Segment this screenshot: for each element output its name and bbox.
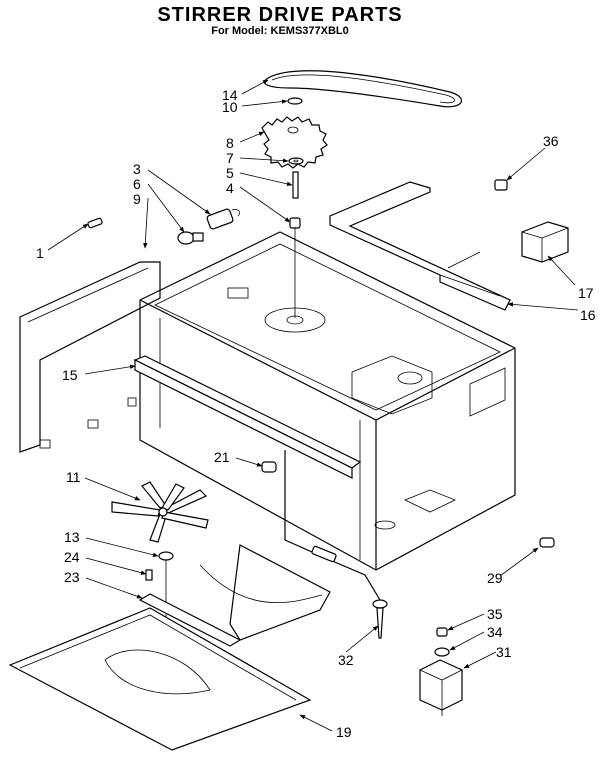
- callout-34: 34: [487, 624, 503, 640]
- motor-nut-part: [436, 627, 448, 637]
- callout-31: 31: [496, 644, 512, 660]
- callout-14: 14: [222, 87, 238, 103]
- callout-32: 32: [338, 652, 354, 668]
- callout-labels: 14 10 8 7 5 4 3 6 9 1 36 17 16 15 21 11 …: [36, 87, 596, 740]
- page-title: STIRRER DRIVE PARTS: [157, 4, 403, 26]
- rail-clip-part: [261, 461, 277, 473]
- callout-13: 13: [64, 529, 80, 545]
- callout-1: 1: [36, 245, 44, 261]
- probe-cable-part: [284, 450, 388, 639]
- grommet-part: [539, 537, 555, 548]
- drive-belt-part: [263, 70, 463, 108]
- side-panel-part: [19, 261, 161, 453]
- callout-4: 4: [226, 180, 234, 196]
- bottom-plate-part: [8, 607, 312, 751]
- callout-11: 11: [66, 469, 81, 485]
- callout-5: 5: [226, 165, 234, 181]
- callout-24: 24: [64, 549, 80, 565]
- mid-shield-part: [138, 544, 331, 647]
- lamp-bulb-part: [177, 231, 204, 245]
- stirrer-motor-part: [419, 659, 463, 716]
- callout-8: 8: [226, 135, 234, 151]
- foam-block-part: [521, 221, 569, 263]
- callout-36: 36: [543, 133, 559, 149]
- callout-3: 3: [133, 161, 141, 177]
- callout-16: 16: [580, 307, 596, 323]
- mounting-clip-part: [87, 217, 103, 229]
- front-rail-part: [133, 355, 362, 479]
- callout-21: 21: [214, 449, 230, 465]
- oven-cavity-part: [139, 231, 516, 571]
- washer-part: [288, 157, 304, 165]
- callout-19: 19: [336, 724, 352, 740]
- callout-29: 29: [487, 570, 503, 586]
- callout-9: 9: [133, 191, 141, 207]
- stirrer-shaft-part: [292, 171, 299, 199]
- lamp-socket-part: [206, 208, 240, 230]
- callout-23: 23: [64, 569, 80, 585]
- stirrer-blade-part: [111, 481, 209, 543]
- motor-pulley-part: [434, 647, 450, 657]
- top-bracket-part: [329, 181, 511, 311]
- callout-7: 7: [226, 150, 234, 166]
- bearing-part: [289, 217, 301, 318]
- callout-17: 17: [578, 285, 594, 301]
- nut-part: [494, 179, 508, 191]
- callout-15: 15: [62, 367, 78, 383]
- clip-part: [287, 97, 303, 105]
- callout-6: 6: [133, 176, 141, 192]
- model-subtitle: For Model: KEMS377XBL0: [211, 25, 349, 37]
- screw-part: [145, 569, 153, 581]
- callout-35: 35: [487, 606, 503, 622]
- leader-lines: [47, 79, 579, 732]
- callout-10: 10: [222, 99, 238, 115]
